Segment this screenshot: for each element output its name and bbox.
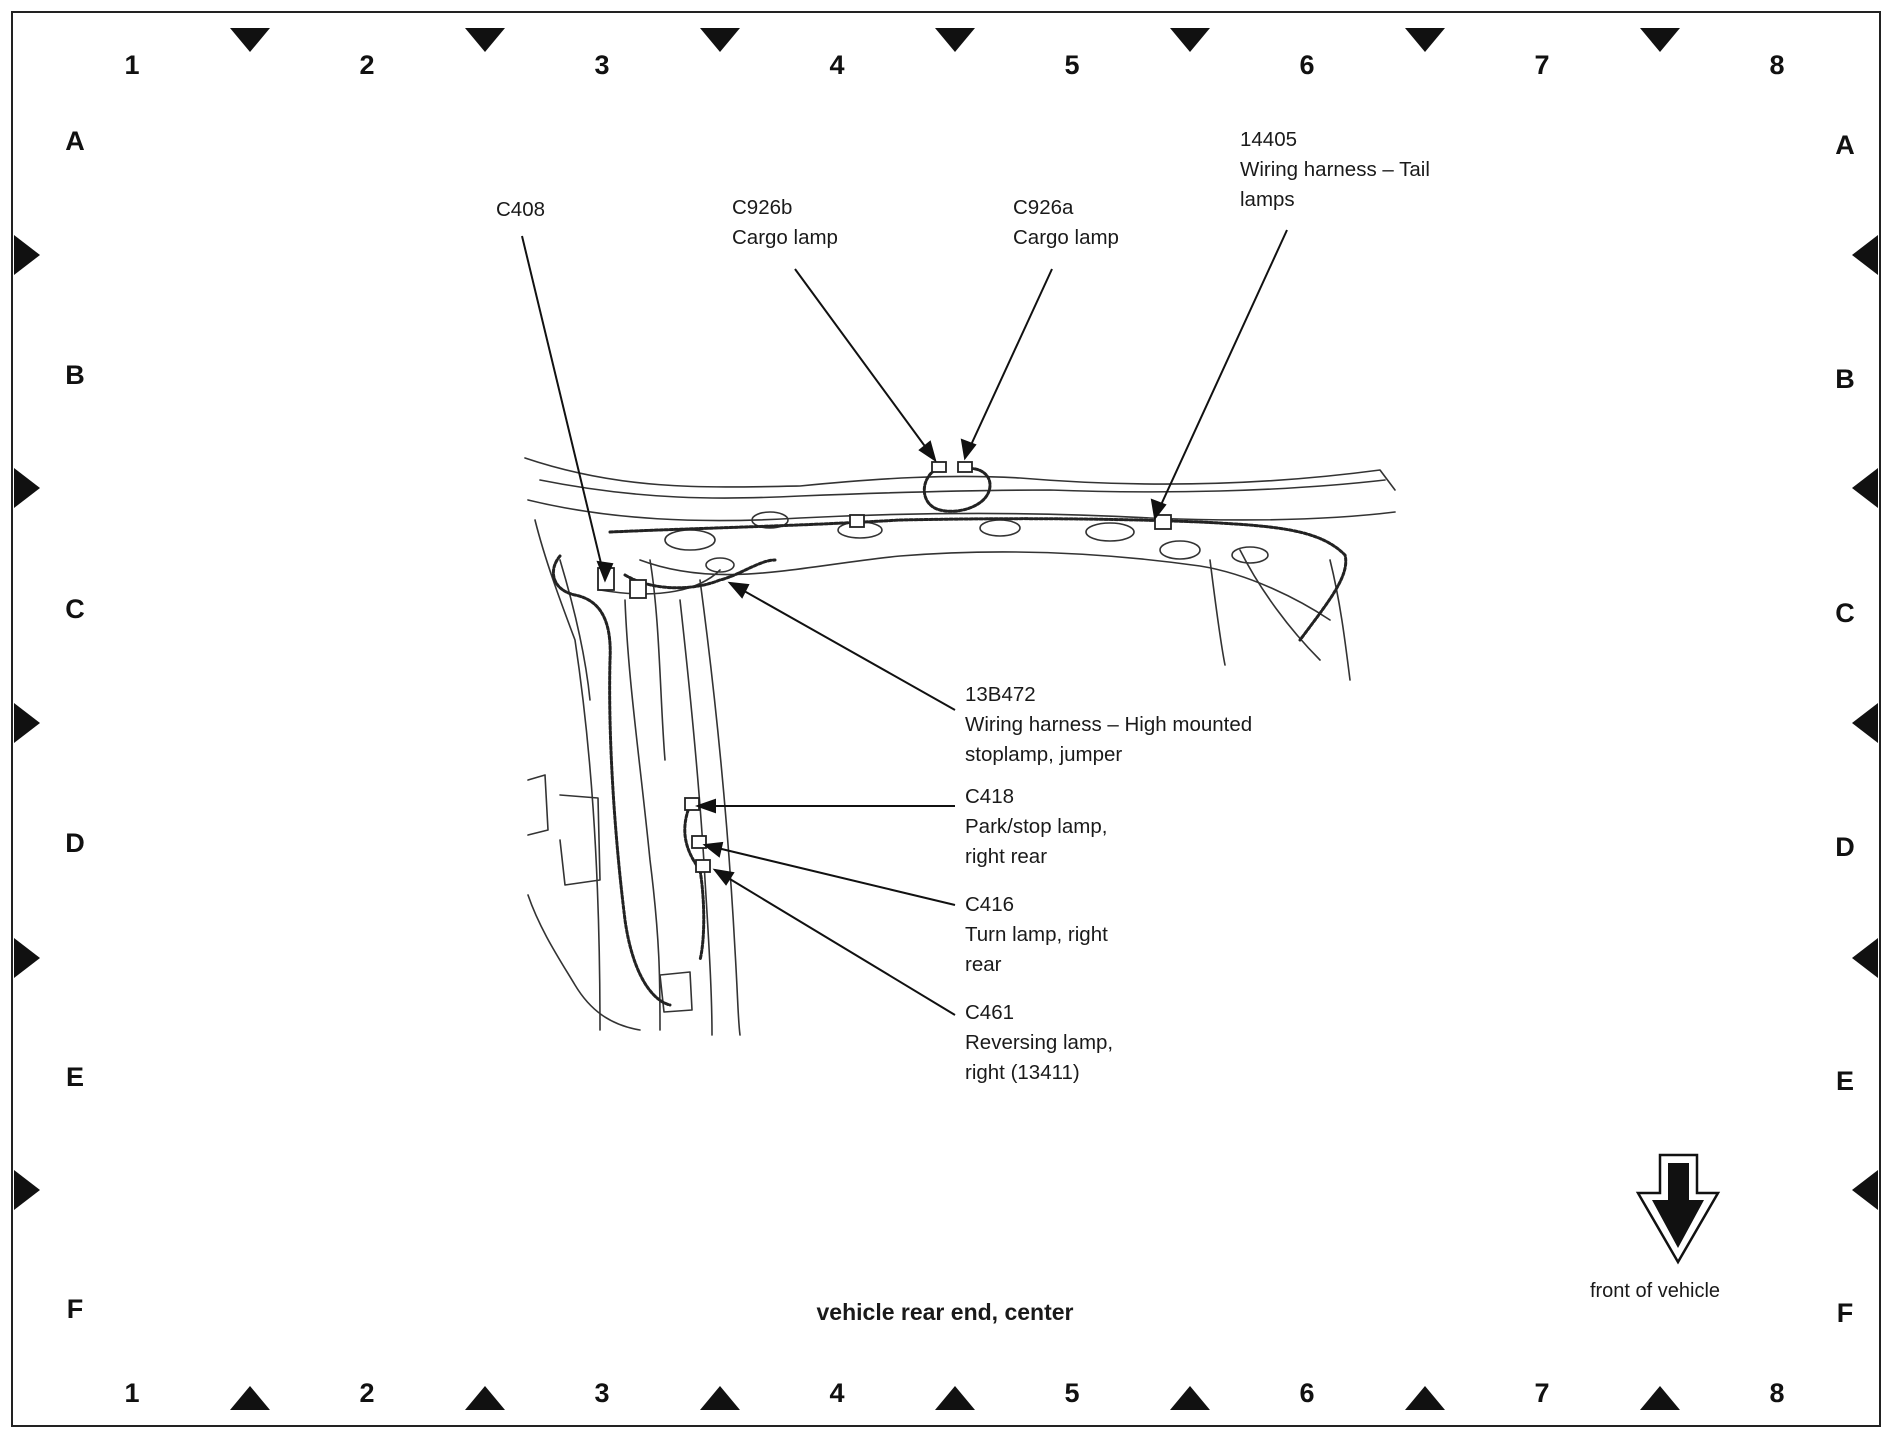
grid-row-right-E: E	[1835, 1066, 1854, 1096]
diagram-caption: vehicle rear end, center	[816, 1299, 1074, 1325]
grid-column-top-5: 5	[1064, 50, 1080, 80]
callout-c926a-code: C926a	[1013, 196, 1074, 219]
grid-row-left-D: D	[65, 828, 85, 858]
leader-lines	[521, 229, 1288, 1016]
callout-c926a-desc: Cargo lamp	[1013, 226, 1119, 249]
grid-column-bottom-7: 7	[1534, 1378, 1550, 1408]
grid-row-right-A: A	[1835, 130, 1855, 160]
callout-c416: C416 Turn lamp, right rear	[965, 890, 1108, 980]
callout-c461: C461 Reversing lamp, right (13411)	[965, 998, 1113, 1088]
callout-c416-desc-line2: rear	[965, 953, 1002, 976]
grid-row-right-C: C	[1835, 598, 1855, 628]
vehicle-rear-frame-drawing	[524, 457, 1396, 1036]
callout-13b472-code: 13B472	[965, 683, 1036, 706]
callout-c416-desc-line1: Turn lamp, right	[965, 923, 1108, 946]
grid-row-left-F: F	[66, 1294, 84, 1324]
grid-column-bottom-5: 5	[1064, 1378, 1080, 1408]
callout-c416-code: C416	[965, 893, 1015, 916]
callout-14405-desc-line2: lamps	[1240, 188, 1295, 211]
grid-row-right-D: D	[1835, 832, 1855, 862]
top-grid-markers	[230, 28, 1680, 52]
callout-c461-code: C461	[965, 1001, 1015, 1024]
callout-13b472: 13B472 Wiring harness – High mounted sto…	[965, 680, 1252, 770]
callout-c418: C418 Park/stop lamp, right rear	[965, 782, 1107, 872]
grid-column-top-6: 6	[1299, 50, 1315, 80]
grid-row-left-C: C	[65, 594, 85, 624]
callout-c418-desc-line1: Park/stop lamp,	[965, 815, 1108, 838]
grid-column-top-4: 4	[829, 50, 845, 80]
grid-column-top-1: 1	[124, 50, 140, 80]
callout-c926a: C926a Cargo lamp	[1013, 193, 1119, 253]
callout-c408-code: C408	[496, 198, 546, 221]
callout-c926b-code: C926b	[732, 196, 793, 219]
callout-c461-desc-line1: Reversing lamp,	[965, 1031, 1114, 1054]
grid-column-top-7: 7	[1534, 50, 1550, 80]
callout-14405-desc-line1: Wiring harness – Tail	[1240, 158, 1430, 181]
grid-column-bottom-2: 2	[359, 1378, 375, 1408]
diagram-border	[11, 11, 1881, 1427]
callout-13b472-desc-line1: Wiring harness – High mounted	[965, 713, 1253, 736]
callout-14405-code: 14405	[1240, 128, 1298, 151]
grid-row-right-B: B	[1835, 364, 1855, 394]
grid-row-left-B: B	[65, 360, 85, 390]
callout-c418-desc-line2: right rear	[965, 845, 1048, 868]
grid-row-left-A: A	[65, 126, 85, 156]
callout-c461-desc-line2: right (13411)	[965, 1061, 1080, 1084]
callout-c926b: C926b Cargo lamp	[732, 193, 838, 253]
callout-c408: C408	[496, 195, 545, 225]
callout-c926b-desc: Cargo lamp	[732, 226, 838, 249]
callout-13b472-desc-line2: stoplamp, jumper	[965, 743, 1123, 766]
grid-row-right-F: F	[1836, 1298, 1854, 1328]
bottom-grid-markers	[230, 1386, 1680, 1410]
callout-14405: 14405 Wiring harness – Tail lamps	[1240, 125, 1430, 215]
grid-column-bottom-1: 1	[124, 1378, 140, 1408]
grid-row-left-E: E	[65, 1062, 84, 1092]
left-grid-markers	[14, 235, 40, 1210]
grid-column-top-2: 2	[359, 50, 375, 80]
right-grid-markers	[1852, 235, 1878, 1210]
front-of-vehicle-label: front of vehicle	[1589, 1280, 1721, 1302]
grid-column-top-8: 8	[1769, 50, 1785, 80]
grid-column-bottom-6: 6	[1299, 1378, 1315, 1408]
grid-column-bottom-4: 4	[829, 1378, 845, 1408]
callout-c418-code: C418	[965, 785, 1015, 808]
down-arrow-icon	[1635, 1153, 1721, 1265]
grid-column-bottom-3: 3	[594, 1378, 610, 1408]
grid-column-bottom-8: 8	[1769, 1378, 1785, 1408]
grid-column-top-3: 3	[594, 50, 610, 80]
